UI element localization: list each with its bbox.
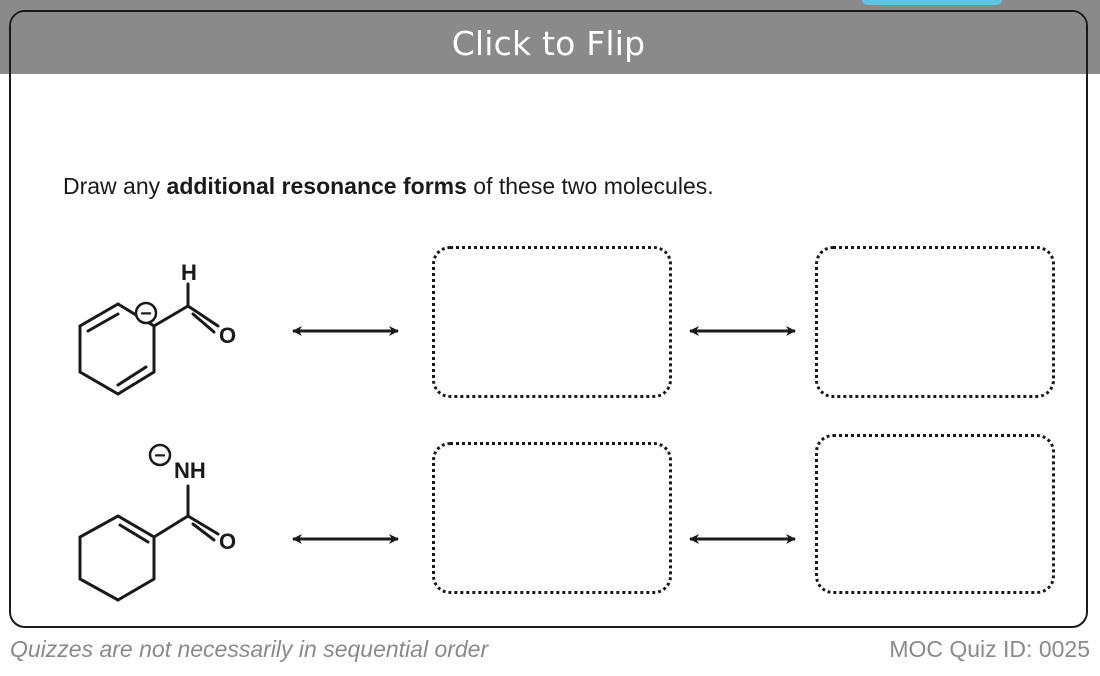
answer-box-1b[interactable] [815,246,1055,398]
charge-circle-2 [148,443,172,467]
accent-tab [862,0,1002,5]
atom-label-o-2: O [219,529,236,554]
footer-note: Quizzes are not necessarily in sequentia… [10,636,489,662]
molecule-2-structure [78,484,220,602]
molecule-1-structure [78,282,220,396]
question-text: Draw any additional resonance forms of t… [63,173,714,200]
charge-sign-1: − [140,303,152,325]
answer-box-2b[interactable] [815,434,1055,594]
question-suffix: of these two molecules. [466,173,714,199]
atom-label-o-1: O [219,323,236,348]
atom-label-h: H [181,260,197,285]
quiz-id: MOC Quiz ID: 0025 [889,636,1090,662]
flashcard[interactable]: Click to Flip [9,10,1088,628]
charge-circle-1 [134,301,158,325]
flip-button-label: Click to Flip [451,23,646,63]
answer-box-1a[interactable] [432,246,672,398]
charge-sign-2: − [154,445,166,467]
question-emphasis: additional resonance forms [166,173,467,199]
question-prefix: Draw any [63,173,167,199]
answer-box-2a[interactable] [432,442,672,594]
atom-label-nh: NH [174,458,206,483]
flip-button[interactable]: Click to Flip [11,12,1086,74]
